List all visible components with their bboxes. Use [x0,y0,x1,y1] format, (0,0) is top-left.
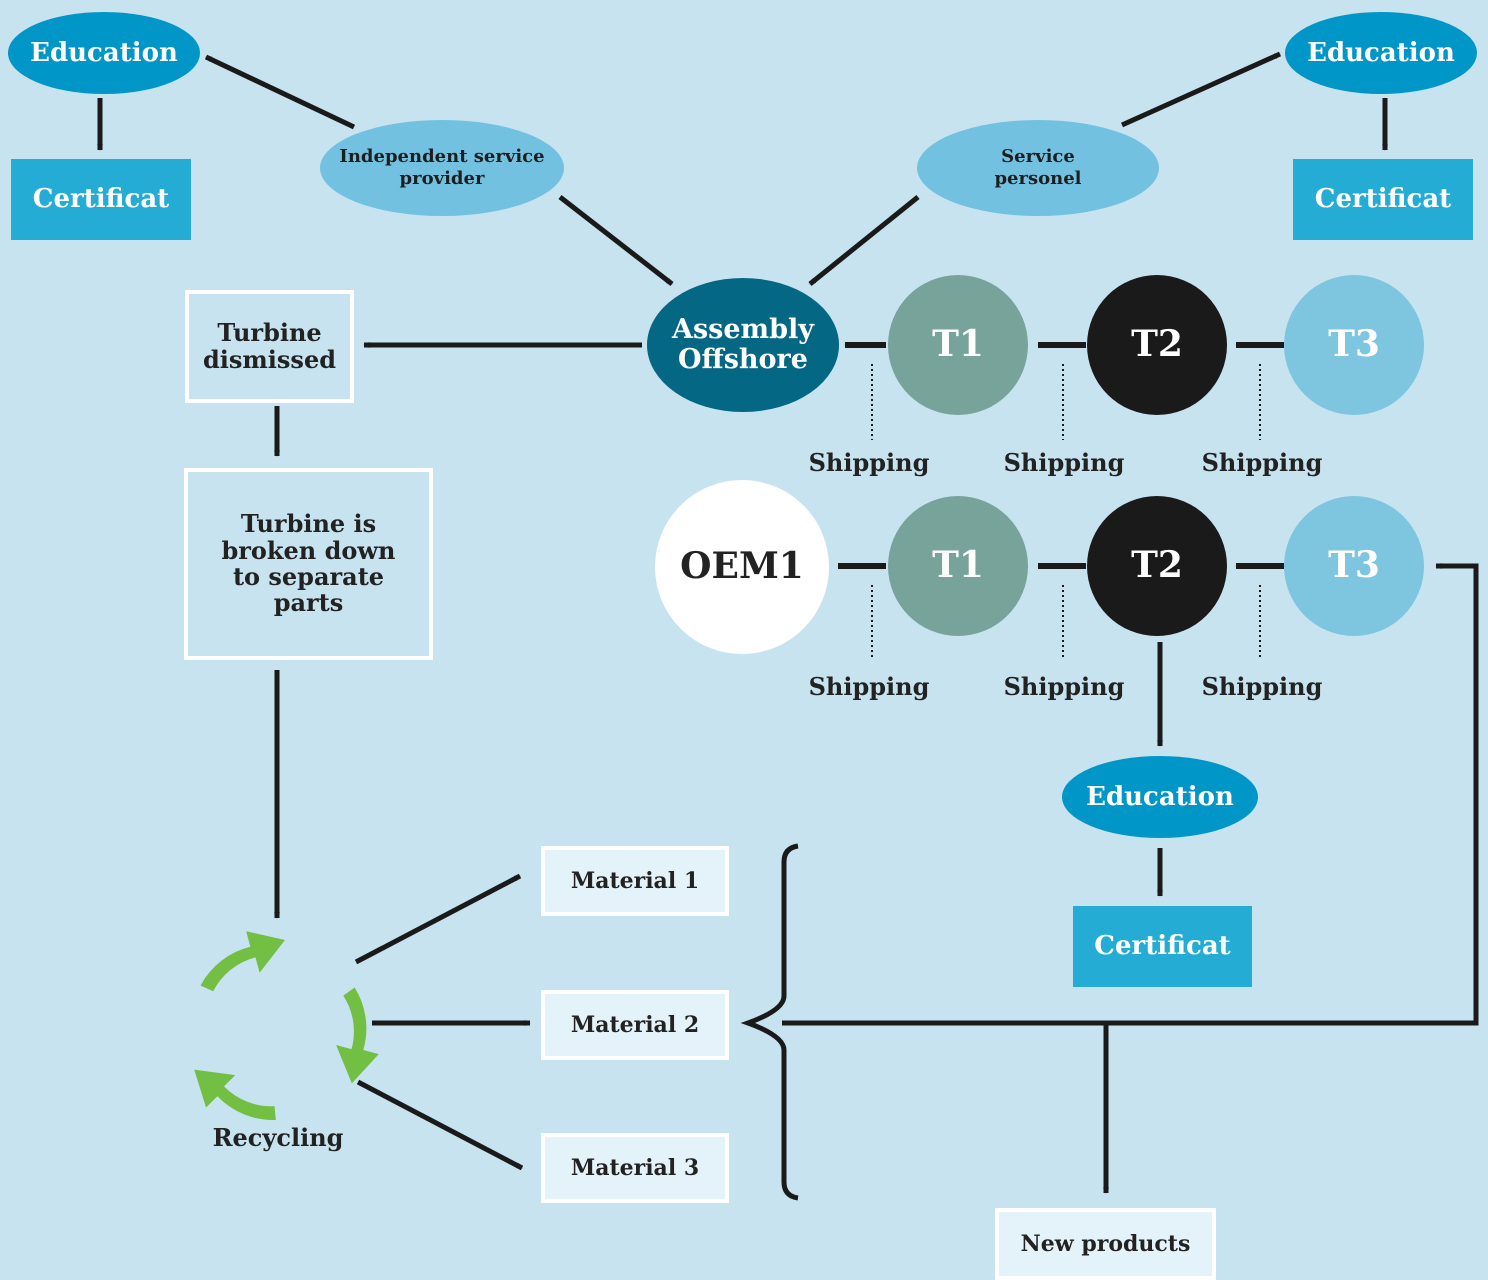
education-node-left: Education [8,12,200,94]
independent-service-provider-node: Independent service provider [320,120,564,216]
arrow-recycling-to-material-3 [356,1079,524,1171]
certificat-node-left: Certificat [11,159,191,240]
shipping-label: Shipping [1003,672,1125,701]
tier-1-node: T1 [888,275,1028,415]
tier-2-node: T2 [1087,275,1227,415]
arrow-personel-to-assembly [808,195,920,286]
certificat-node-right: Certificat [1293,159,1473,240]
assembly-offshore-node: Assembly Offshore [647,278,839,412]
turbine-dismissed-box: Turbine dismissed [185,290,354,403]
oem-node: OEM1 [655,480,829,654]
tier-3-node: T3 [1284,496,1424,636]
tier-1-node: T1 [888,496,1028,636]
arrow-provider-to-assembly [558,195,674,286]
tier-3-node: T3 [1284,275,1424,415]
education-node-right: Education [1285,12,1477,94]
shipping-label: Shipping [808,448,930,477]
material-1-box: Material 1 [541,846,729,916]
material-3-box: Material 3 [541,1133,729,1203]
tier-2-node: T2 [1087,496,1227,636]
service-personel-node: Service personel [917,120,1159,216]
shipping-label: Shipping [1003,448,1125,477]
shipping-label: Shipping [1201,448,1323,477]
turbine-broken-down-box: Turbine is broken down to separate parts [184,468,433,660]
arrow-recycling-to-material-1 [354,873,522,965]
certificat-node-mid: Certificat [1073,906,1252,987]
material-2-box: Material 2 [541,990,729,1060]
arrow-personel-to-education-right [1120,51,1282,128]
shipping-label: Shipping [1201,672,1323,701]
new-products-box: New products [995,1208,1216,1280]
education-node-mid: Education [1062,756,1258,838]
shipping-label: Shipping [808,672,930,701]
arrow-materials-to-t3 [782,563,1479,1026]
materials-brace [740,843,799,1201]
arrow-provider-to-education-left [204,54,356,130]
recycling-label: Recycling [212,1123,344,1152]
recycling-arrows-icon [186,931,402,1148]
